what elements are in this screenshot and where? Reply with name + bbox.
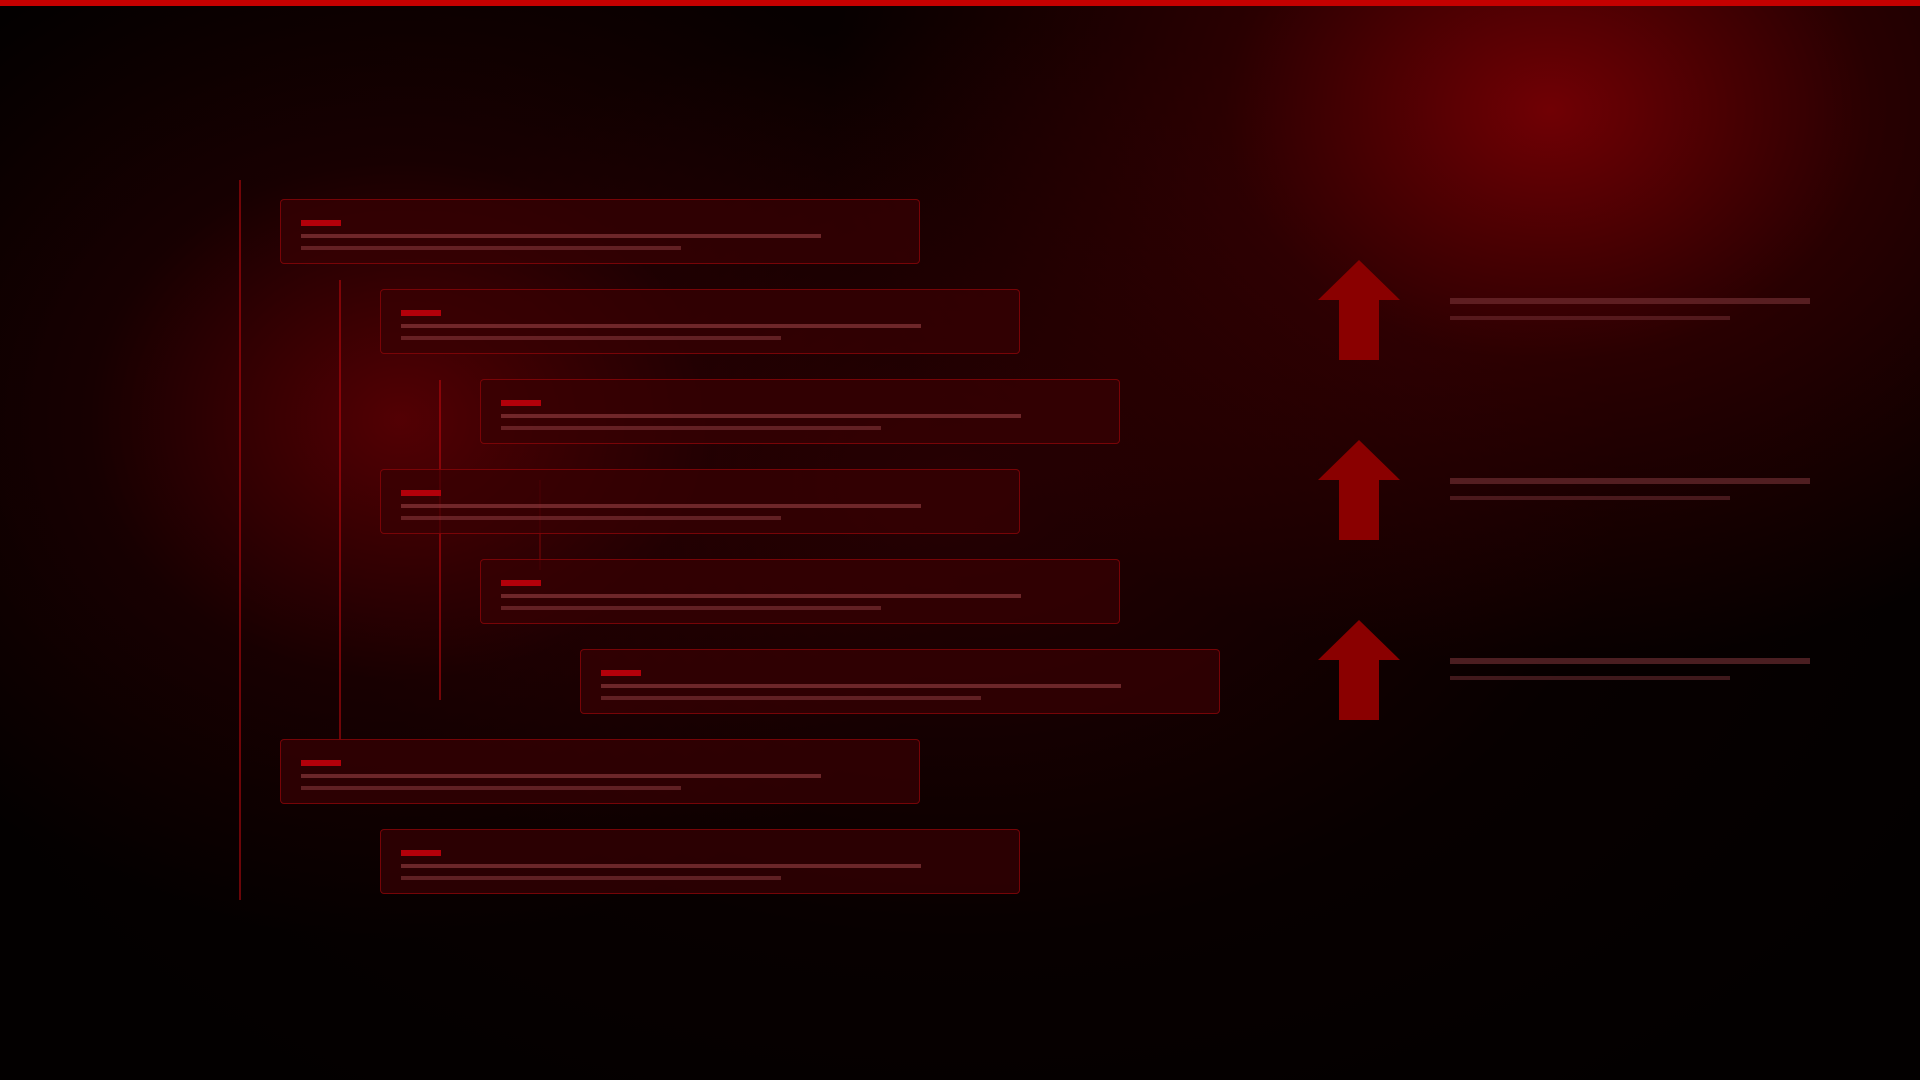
- legend-text-line: [1450, 658, 1810, 664]
- legend-item: [1318, 620, 1818, 720]
- node-text-line: [501, 594, 1021, 598]
- tree-node: [480, 559, 1120, 624]
- arrow-up-icon: [1318, 260, 1400, 360]
- node-text-line: [501, 606, 881, 610]
- arrow-up-icon: [1318, 620, 1400, 720]
- node-tag: [401, 310, 441, 316]
- tree-node: [580, 649, 1220, 714]
- node-text-line: [501, 426, 881, 430]
- legend-text-line: [1450, 316, 1730, 320]
- node-tag: [301, 760, 341, 766]
- legend-item: [1318, 440, 1818, 540]
- node-text-line: [301, 774, 821, 778]
- node-text-line: [501, 414, 1021, 418]
- tree-connector-level-0: [239, 180, 241, 900]
- node-tag: [401, 490, 441, 496]
- tree-node: [280, 199, 920, 264]
- node-text-line: [401, 864, 921, 868]
- node-text-line: [401, 336, 781, 340]
- tree-node: [380, 469, 1020, 534]
- node-tag: [501, 400, 541, 406]
- legend-text-line: [1450, 496, 1730, 500]
- tree-node: [480, 379, 1120, 444]
- node-text-line: [401, 876, 781, 880]
- legend-text-line: [1450, 478, 1810, 484]
- node-tag: [501, 580, 541, 586]
- node-text-line: [401, 504, 921, 508]
- node-text-line: [301, 234, 821, 238]
- node-tag: [401, 850, 441, 856]
- node-text-line: [401, 516, 781, 520]
- legend-text-line: [1450, 298, 1810, 304]
- tree-node: [380, 289, 1020, 354]
- tree-node: [380, 829, 1020, 894]
- node-text-line: [601, 684, 1121, 688]
- node-tag: [301, 220, 341, 226]
- arrow-up-icon: [1318, 440, 1400, 540]
- tree-connector-level-2: [439, 380, 441, 700]
- node-text-line: [301, 786, 681, 790]
- node-text-line: [301, 246, 681, 250]
- node-tag: [601, 670, 641, 676]
- node-text-line: [401, 324, 921, 328]
- legend-item: [1318, 260, 1818, 360]
- node-text-line: [601, 696, 981, 700]
- tree-node: [280, 739, 920, 804]
- top-accent-bar: [0, 0, 1920, 6]
- tree-connector-level-1: [339, 280, 341, 740]
- legend-text-line: [1450, 676, 1730, 680]
